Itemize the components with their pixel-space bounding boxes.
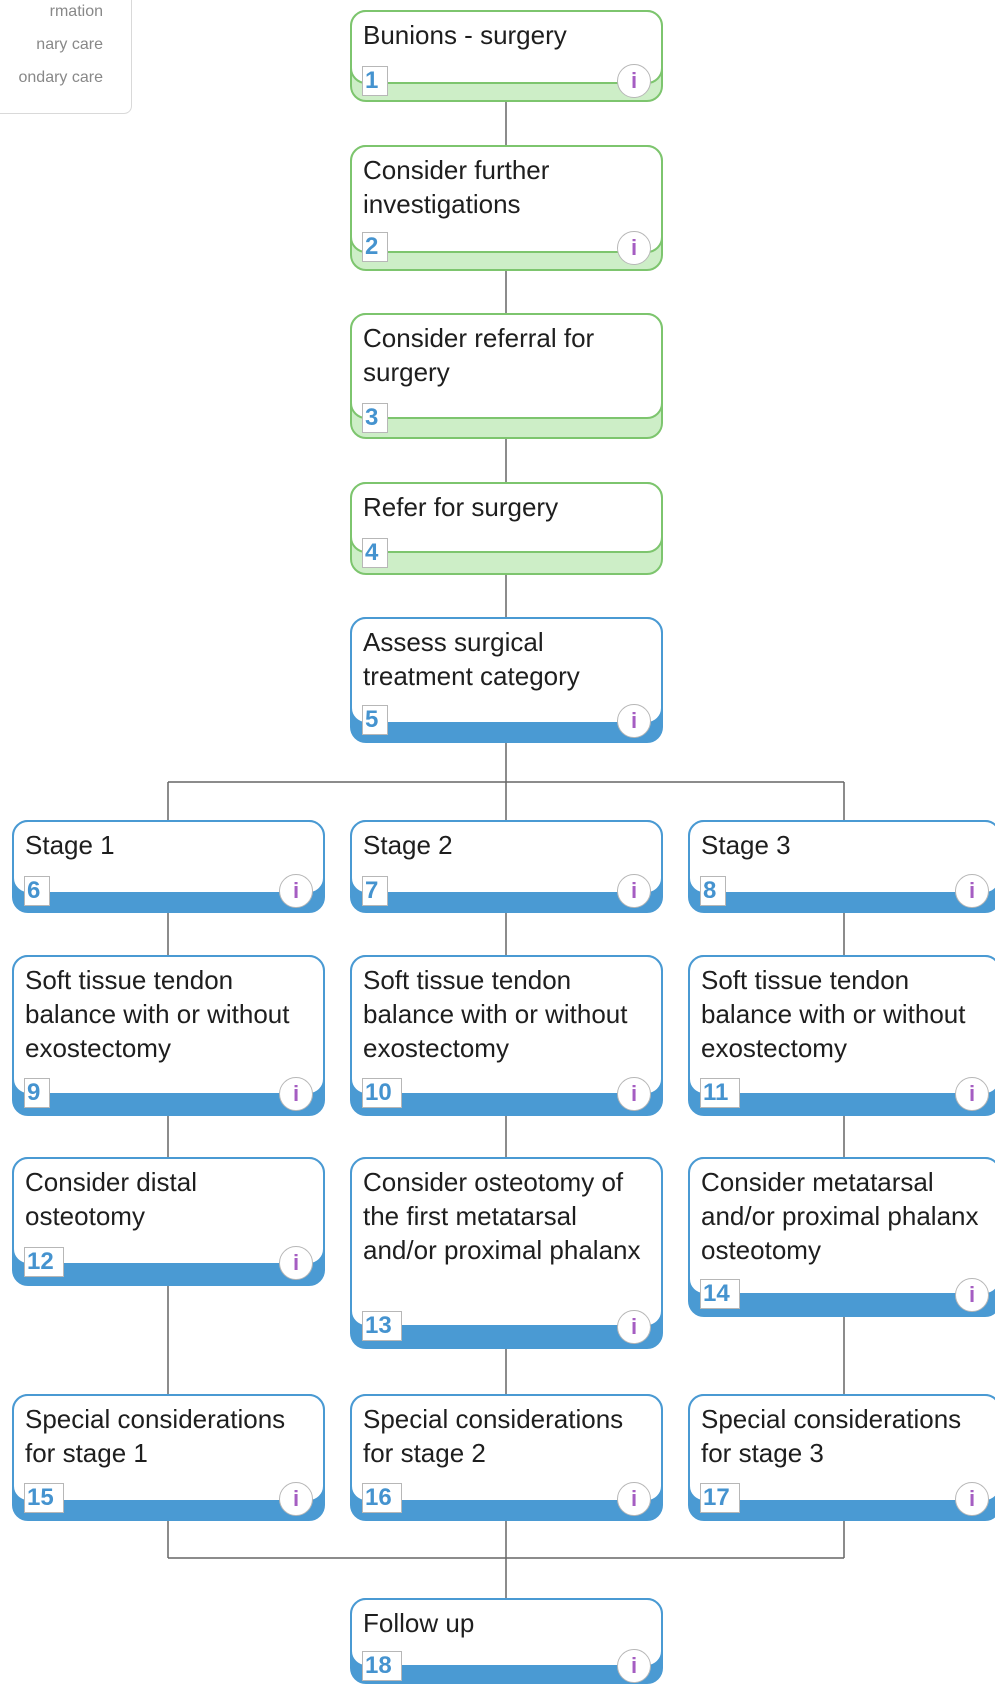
- node-11[interactable]: Soft tissue tendon balance with or witho…: [688, 955, 995, 1116]
- node-18-number: 18: [362, 1651, 402, 1681]
- node-3-number: 3: [362, 403, 388, 433]
- node-15-label: Special considerations for stage 1: [25, 1404, 286, 1468]
- node-11-label: Soft tissue tendon balance with or witho…: [701, 965, 966, 1063]
- node-7-number: 7: [362, 876, 388, 906]
- node-12[interactable]: Consider distal osteotomy 12 i: [12, 1157, 325, 1286]
- node-1[interactable]: Bunions - surgery 1 i: [350, 10, 663, 102]
- node-9-number: 9: [24, 1078, 50, 1108]
- node-4-number: 4: [362, 538, 388, 568]
- node-6-number: 6: [24, 876, 50, 906]
- info-icon[interactable]: i: [279, 874, 313, 908]
- node-16-label: Special considerations for stage 2: [363, 1404, 624, 1468]
- node-8-number: 8: [700, 876, 726, 906]
- legend-item-secondary-care: ondary care: [18, 69, 104, 86]
- node-17-number: 17: [700, 1483, 740, 1513]
- node-18-label: Follow up: [363, 1608, 475, 1638]
- info-icon[interactable]: i: [955, 1278, 989, 1312]
- legend-item-primary-care: nary care: [36, 36, 103, 53]
- node-13-number: 13: [362, 1311, 402, 1341]
- info-icon[interactable]: i: [617, 874, 651, 908]
- node-17[interactable]: Special considerations for stage 3 17 i: [688, 1394, 995, 1521]
- node-1-label: Bunions - surgery: [363, 20, 567, 50]
- info-icon[interactable]: i: [279, 1246, 313, 1280]
- node-1-number: 1: [362, 66, 388, 96]
- node-8-label: Stage 3: [701, 830, 791, 860]
- legend-item-information: rmation: [49, 3, 103, 20]
- node-13[interactable]: Consider osteotomy of the first metatars…: [350, 1157, 663, 1349]
- node-9[interactable]: Soft tissue tendon balance with or witho…: [12, 955, 325, 1116]
- node-18[interactable]: Follow up 18 i: [350, 1598, 663, 1684]
- node-15-number: 15: [24, 1483, 64, 1513]
- node-2-label: Consider further investigations: [363, 155, 550, 219]
- node-7[interactable]: Stage 2 7 i: [350, 820, 663, 913]
- node-2[interactable]: Consider further investigations 2 i: [350, 145, 663, 271]
- node-8[interactable]: Stage 3 8 i: [688, 820, 995, 913]
- node-12-number: 12: [24, 1247, 64, 1277]
- info-icon[interactable]: i: [617, 1310, 651, 1344]
- info-icon[interactable]: i: [617, 1482, 651, 1516]
- node-6[interactable]: Stage 1 6 i: [12, 820, 325, 913]
- node-12-label: Consider distal osteotomy: [25, 1167, 197, 1231]
- node-17-label: Special considerations for stage 3: [701, 1404, 962, 1468]
- node-14-number: 14: [700, 1279, 740, 1309]
- node-14-label: Consider metatarsal and/or proximal phal…: [701, 1167, 979, 1265]
- info-icon[interactable]: i: [955, 1077, 989, 1111]
- node-10[interactable]: Soft tissue tendon balance with or witho…: [350, 955, 663, 1116]
- node-11-number: 11: [700, 1078, 740, 1108]
- node-5-label: Assess surgical treatment category: [363, 627, 580, 691]
- node-14[interactable]: Consider metatarsal and/or proximal phal…: [688, 1157, 995, 1317]
- node-10-label: Soft tissue tendon balance with or witho…: [363, 965, 628, 1063]
- node-6-label: Stage 1: [25, 830, 115, 860]
- info-icon[interactable]: i: [617, 1649, 651, 1683]
- info-icon[interactable]: i: [617, 231, 651, 265]
- node-5-number: 5: [362, 705, 388, 735]
- node-4-label: Refer for surgery: [363, 492, 559, 522]
- node-13-label: Consider osteotomy of the first metatars…: [363, 1167, 641, 1265]
- node-9-label: Soft tissue tendon balance with or witho…: [25, 965, 290, 1063]
- info-icon[interactable]: i: [955, 1482, 989, 1516]
- info-icon[interactable]: i: [617, 1077, 651, 1111]
- node-5[interactable]: Assess surgical treatment category 5 i: [350, 617, 663, 743]
- node-3-label: Consider referral for surgery: [363, 323, 595, 387]
- info-icon[interactable]: i: [617, 64, 651, 98]
- info-icon[interactable]: i: [279, 1077, 313, 1111]
- node-16-number: 16: [362, 1483, 402, 1513]
- node-15[interactable]: Special considerations for stage 1 15 i: [12, 1394, 325, 1521]
- info-icon[interactable]: i: [955, 874, 989, 908]
- node-7-label: Stage 2: [363, 830, 453, 860]
- info-icon[interactable]: i: [279, 1482, 313, 1516]
- node-16[interactable]: Special considerations for stage 2 16 i: [350, 1394, 663, 1521]
- info-icon[interactable]: i: [617, 704, 651, 738]
- node-3[interactable]: Consider referral for surgery 3: [350, 313, 663, 439]
- legend-box: rmation nary care ondary care: [0, 0, 132, 114]
- node-2-number: 2: [362, 232, 388, 262]
- node-10-number: 10: [362, 1078, 402, 1108]
- node-4[interactable]: Refer for surgery 4: [350, 482, 663, 575]
